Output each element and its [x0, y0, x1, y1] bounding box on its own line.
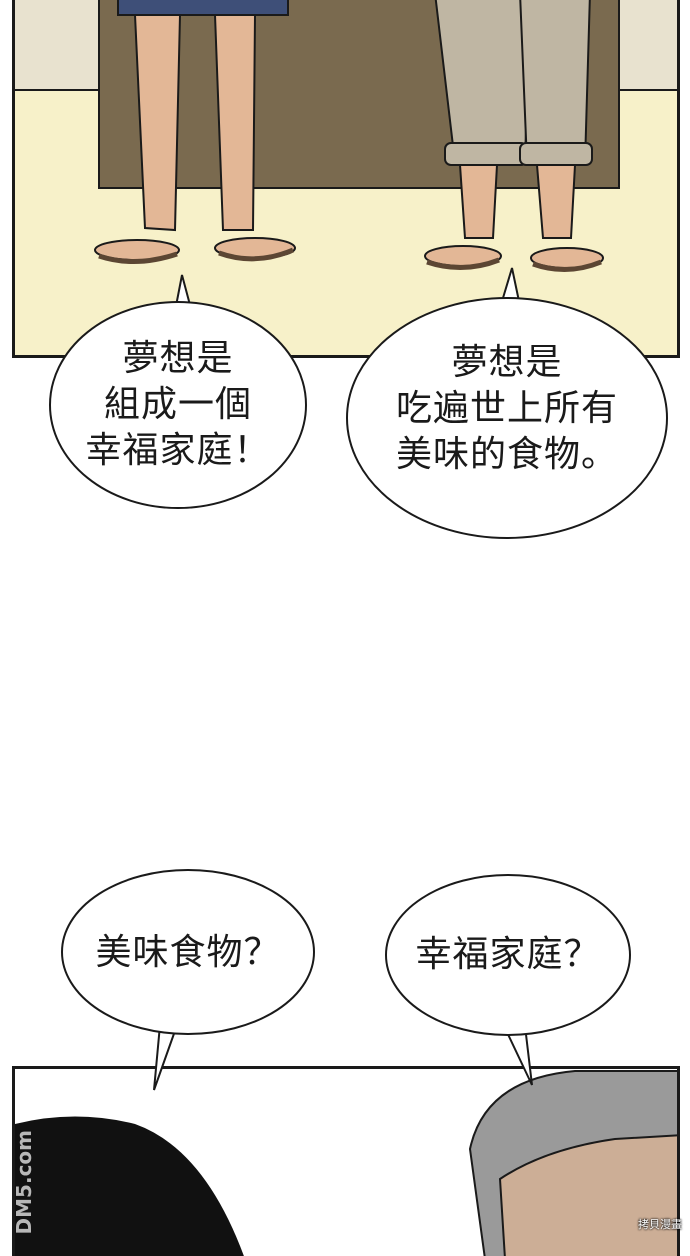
bubble-text-right-bottom: 幸福家庭？ [390, 932, 626, 978]
site-watermark: DM5.com [14, 1130, 42, 1234]
bubble-tail-left-bottom [154, 1025, 176, 1090]
bubble-text-left-top: 夢想是 組成一個 幸福家庭！ [60, 336, 296, 474]
bubble-text-left-bottom: 美味食物？ [70, 930, 306, 976]
credit-label: 拷貝漫畫 [638, 1216, 682, 1232]
bubble-text-right-top: 夢想是 吃遍世上所有 美味的食物。 [357, 340, 657, 478]
